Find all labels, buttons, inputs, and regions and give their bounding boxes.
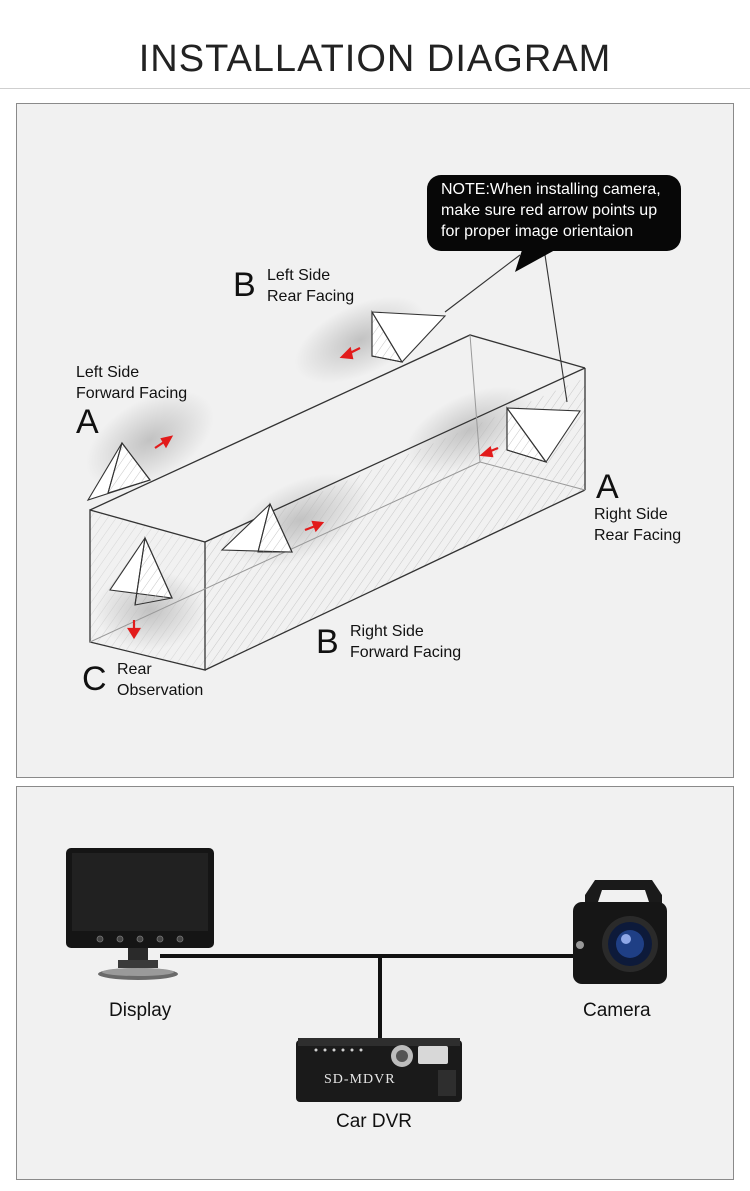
position-label-line1: Left Side — [76, 364, 140, 381]
installation-note: NOTE:When installing camera, make sure r… — [427, 175, 681, 251]
vehicle-box-diagram — [86, 250, 586, 671]
page-title: INSTALLATION DIAGRAM — [138, 38, 612, 80]
position-label-line2: Observation — [117, 682, 204, 699]
note-line-3: for proper image orientaion — [441, 223, 634, 240]
red-arrow-icons — [127, 346, 499, 640]
position-label-line2: Forward Facing — [350, 644, 462, 661]
camera-rear-observation — [109, 536, 173, 606]
camera-left-rear-facing — [371, 310, 447, 363]
position-letter: A — [596, 468, 619, 506]
dvr-brand-label: SD-MDVR — [324, 1072, 396, 1087]
position-letter: B — [233, 266, 256, 304]
position-label-line2: Rear Facing — [594, 527, 682, 544]
position-label-line1: Left Side — [267, 267, 331, 284]
position-label-line2: Rear Facing — [267, 288, 355, 305]
camera-right-rear-facing — [506, 406, 582, 464]
camera-left-forward-facing — [86, 441, 151, 501]
position-label-line1: Right Side — [594, 506, 668, 523]
note-line-1: NOTE:When installing camera, — [441, 181, 661, 198]
position-letter: A — [76, 403, 99, 441]
position-label-line2: Forward Facing — [76, 385, 188, 402]
car-dvr-label: Car DVR — [336, 1111, 413, 1132]
title-divider — [0, 88, 750, 89]
camera-label: Camera — [583, 1000, 651, 1021]
display-label: Display — [109, 1000, 172, 1021]
note-line-2: make sure red arrow points up — [441, 202, 658, 219]
position-label-line1: Rear — [117, 661, 152, 678]
position-label-line1: Right Side — [350, 623, 424, 640]
position-letter: C — [82, 660, 107, 698]
camera-right-forward-facing — [220, 502, 293, 553]
position-letter: B — [316, 623, 339, 661]
